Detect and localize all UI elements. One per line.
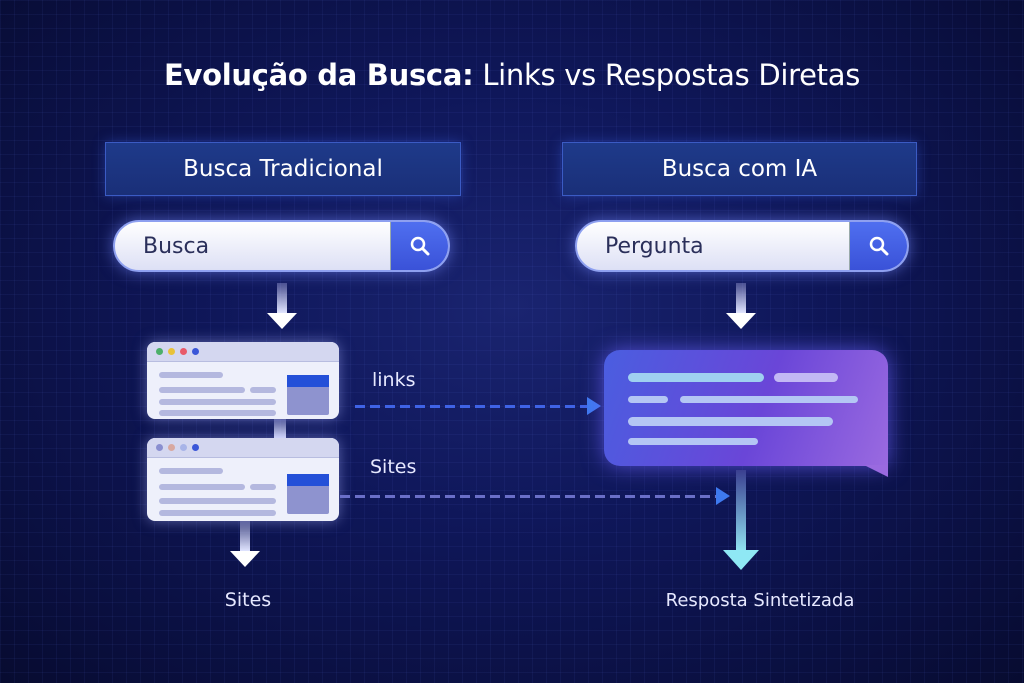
card-connector: [274, 419, 286, 439]
arrow-shaft: [240, 521, 250, 551]
question-input[interactable]: Pergunta: [605, 233, 704, 259]
search-button[interactable]: [849, 222, 907, 270]
links-label: links: [372, 369, 416, 391]
search-button[interactable]: [390, 222, 448, 270]
ai-search-header: Busca com IA: [562, 142, 917, 196]
dashed-connector: [340, 495, 716, 498]
arrow-down-icon: [726, 313, 756, 329]
traditional-search-header: Busca Tradicional: [105, 142, 461, 196]
synthesized-answer-label: Resposta Sintetizada: [665, 590, 855, 611]
result-page-card: [147, 342, 339, 419]
ai-search-bar[interactable]: Pergunta: [575, 220, 909, 272]
arrow-shaft: [277, 283, 287, 313]
arrow-right-icon: [716, 487, 730, 505]
arrow-down-icon: [230, 551, 260, 567]
traditional-search-bar[interactable]: Busca: [113, 220, 450, 272]
search-input[interactable]: Busca: [143, 233, 210, 259]
bubble-tail: [864, 465, 888, 477]
search-icon: [869, 236, 888, 256]
result-page-card: [147, 438, 339, 521]
arrow-right-icon: [587, 397, 601, 415]
arrow-down-icon: [267, 313, 297, 329]
page-title: Evolução da Busca: Links vs Respostas Di…: [163, 58, 861, 92]
arrow-shaft: [736, 470, 746, 550]
sites-label: Sites: [370, 456, 417, 478]
search-icon: [410, 236, 429, 256]
sites-bottom-label: Sites: [224, 589, 272, 611]
arrow-down-icon: [723, 550, 759, 570]
dashed-connector: [355, 405, 587, 408]
arrow-shaft: [736, 283, 746, 313]
ai-answer-bubble: [604, 350, 888, 466]
